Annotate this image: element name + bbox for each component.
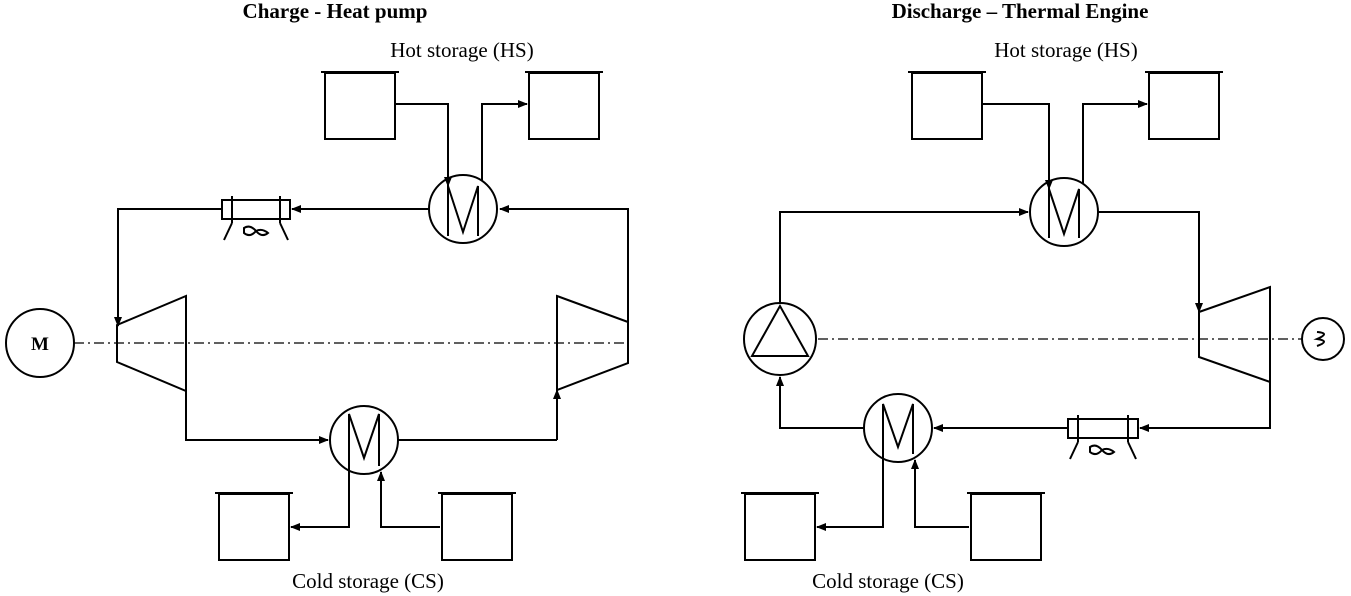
- charge-compressor: [556, 294, 629, 392]
- charge-hot-tank-filled: [528, 72, 600, 140]
- discharge-cold-tank-empty: [744, 493, 816, 561]
- discharge-hot-tank-empty: [1148, 72, 1220, 140]
- charge-panel: Charge - Heat pump Hot storage (HS) Cold…: [5, 0, 629, 593]
- discharge-turbine: [1198, 285, 1271, 384]
- discharge-cold-tank-filled: [970, 493, 1042, 561]
- discharge-panel: Discharge – Thermal Engine Hot storage (…: [741, 0, 1345, 593]
- charge-hot-heat-exchanger: [428, 174, 498, 244]
- discharge-hot-heat-exchanger: [1029, 177, 1099, 247]
- motor-label: M: [31, 334, 49, 355]
- charge-cold-tank-filled: [218, 493, 290, 561]
- discharge-hot-tank-filled: [911, 72, 983, 140]
- charge-cold-storage-label: Cold storage (CS): [292, 569, 444, 593]
- discharge-cold-heat-exchanger: [863, 393, 933, 463]
- charge-cold-tank-empty: [441, 493, 513, 561]
- motor: M: [5, 308, 75, 378]
- discharge-heat-rejector: [1067, 415, 1139, 460]
- charge-hot-tank-empty: [324, 72, 396, 140]
- generator-icon: [1301, 317, 1345, 361]
- charge-heat-rejector: [221, 196, 291, 241]
- fan-icon: [243, 225, 270, 237]
- discharge-title: Discharge – Thermal Engine: [892, 0, 1149, 23]
- discharge-pump: [743, 302, 817, 376]
- charge-title: Charge - Heat pump: [243, 0, 428, 23]
- discharge-cold-storage-label: Cold storage (CS): [812, 569, 964, 593]
- charge-hot-storage-label: Hot storage (HS): [390, 38, 533, 62]
- fan-icon: [1089, 444, 1116, 456]
- charge-cold-heat-exchanger: [329, 405, 399, 475]
- discharge-hot-storage-label: Hot storage (HS): [994, 38, 1137, 62]
